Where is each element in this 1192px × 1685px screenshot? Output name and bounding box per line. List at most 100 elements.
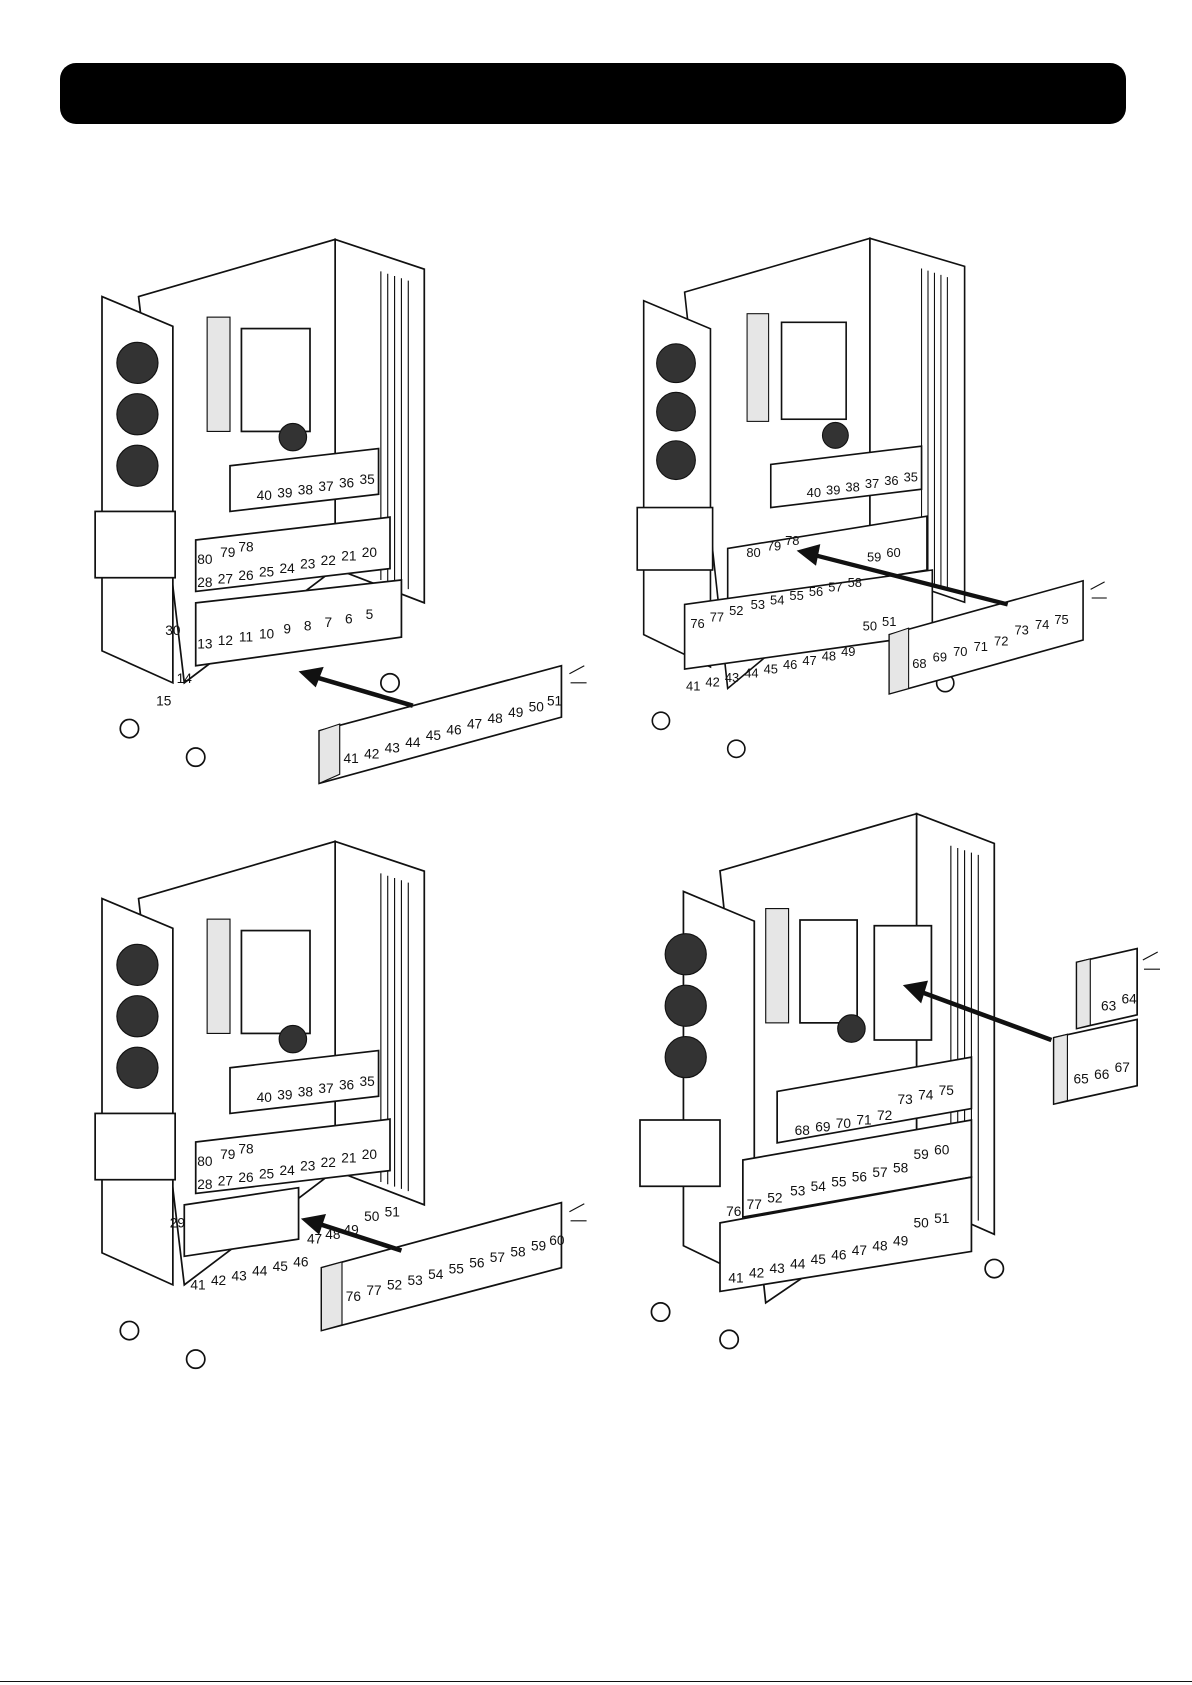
middle-left-labels: 76 77 52 bbox=[726, 1190, 782, 1219]
middle-row-labels: 53 54 55 56 57 58 59 60 bbox=[790, 1142, 950, 1198]
svg-text:41: 41 bbox=[344, 751, 359, 766]
svg-text:21: 21 bbox=[341, 549, 356, 564]
spark-mark-icon bbox=[569, 1203, 587, 1222]
svg-text:78: 78 bbox=[238, 1141, 254, 1156]
caster-wheel bbox=[185, 747, 206, 768]
spark-mark-icon bbox=[1090, 581, 1107, 599]
fan-icon bbox=[656, 440, 696, 481]
svg-text:39: 39 bbox=[826, 483, 840, 498]
fan-icon bbox=[278, 422, 308, 452]
svg-text:44: 44 bbox=[405, 735, 421, 750]
svg-text:11: 11 bbox=[239, 630, 253, 645]
fan-icon bbox=[116, 393, 159, 436]
caster-wheel bbox=[650, 1302, 671, 1322]
svg-text:59: 59 bbox=[531, 1239, 546, 1254]
svg-text:35: 35 bbox=[904, 470, 918, 485]
svg-text:72: 72 bbox=[877, 1108, 892, 1123]
svg-text:71: 71 bbox=[856, 1113, 871, 1128]
svg-text:42: 42 bbox=[749, 1266, 764, 1281]
svg-text:39: 39 bbox=[277, 486, 292, 501]
svg-text:36: 36 bbox=[339, 1077, 355, 1092]
svg-text:37: 37 bbox=[865, 476, 879, 491]
svg-text:43: 43 bbox=[385, 741, 401, 756]
component-block bbox=[799, 919, 858, 1024]
svg-text:75: 75 bbox=[939, 1083, 955, 1098]
spark-mark-icon bbox=[569, 665, 587, 684]
svg-text:9: 9 bbox=[283, 622, 291, 637]
caster-wheel bbox=[119, 1320, 140, 1341]
svg-text:63: 63 bbox=[1101, 998, 1117, 1013]
svg-text:45: 45 bbox=[426, 728, 442, 743]
svg-text:77: 77 bbox=[710, 610, 724, 625]
svg-text:51: 51 bbox=[385, 1204, 400, 1219]
fan-icon bbox=[821, 421, 849, 449]
svg-text:75: 75 bbox=[1054, 612, 1068, 627]
svg-text:44: 44 bbox=[252, 1264, 268, 1279]
insert-arrow bbox=[902, 980, 1053, 1043]
svg-text:46: 46 bbox=[446, 722, 462, 737]
svg-text:21: 21 bbox=[341, 1151, 356, 1166]
svg-text:70: 70 bbox=[836, 1116, 852, 1131]
svg-text:30: 30 bbox=[165, 623, 181, 638]
svg-text:80: 80 bbox=[746, 545, 760, 560]
svg-text:55: 55 bbox=[789, 588, 803, 603]
breaker-box bbox=[94, 1112, 176, 1181]
svg-text:24: 24 bbox=[280, 561, 296, 576]
svg-text:23: 23 bbox=[300, 1159, 316, 1174]
svg-text:54: 54 bbox=[811, 1179, 827, 1194]
spark-mark-icon bbox=[1142, 951, 1160, 970]
middle-row-labels: 53 54 55 56 57 58 59 60 bbox=[751, 545, 901, 612]
svg-text:59: 59 bbox=[914, 1147, 929, 1162]
svg-text:78: 78 bbox=[785, 533, 799, 548]
svg-text:42: 42 bbox=[705, 674, 719, 689]
svg-text:65: 65 bbox=[1074, 1071, 1090, 1086]
svg-text:37: 37 bbox=[318, 479, 333, 494]
component-block bbox=[240, 327, 311, 433]
svg-text:40: 40 bbox=[257, 488, 273, 503]
svg-text:59: 59 bbox=[867, 549, 881, 564]
svg-text:67: 67 bbox=[1115, 1060, 1130, 1075]
middle-row-labels: 28 27 26 25 24 23 22 21 20 bbox=[197, 545, 377, 590]
svg-text:77: 77 bbox=[366, 1283, 381, 1298]
upper-row-labels: 68 69 70 71 72 73 74 75 bbox=[795, 1083, 955, 1138]
battery-shelf-middle bbox=[194, 1118, 391, 1195]
caster-wheel bbox=[119, 718, 140, 739]
svg-text:6: 6 bbox=[345, 611, 353, 626]
lower-row-labels: 13 12 11 10 9 8 7 6 5 bbox=[197, 607, 373, 652]
svg-text:51: 51 bbox=[547, 694, 562, 709]
svg-text:35: 35 bbox=[360, 472, 376, 487]
battery-shelf-lower bbox=[194, 579, 403, 667]
svg-text:56: 56 bbox=[469, 1256, 485, 1271]
svg-text:52: 52 bbox=[729, 603, 743, 618]
svg-text:40: 40 bbox=[257, 1090, 273, 1105]
svg-text:80: 80 bbox=[197, 552, 213, 567]
svg-text:46: 46 bbox=[831, 1247, 847, 1262]
caster-wheel bbox=[726, 739, 746, 759]
svg-text:26: 26 bbox=[238, 1170, 254, 1185]
insert-arrow bbox=[298, 666, 414, 708]
fan-icon bbox=[656, 343, 696, 384]
svg-text:50: 50 bbox=[914, 1215, 930, 1230]
lower-row-labels: 41 42 43 44 45 46 47 48 49 50 51 bbox=[728, 1211, 949, 1285]
svg-text:37: 37 bbox=[318, 1081, 333, 1096]
fan-icon bbox=[664, 1036, 707, 1079]
svg-text:48: 48 bbox=[488, 711, 504, 726]
svg-text:57: 57 bbox=[490, 1250, 505, 1265]
middle-left-labels: 76 77 52 bbox=[690, 603, 743, 631]
battery-shelf-upper bbox=[229, 447, 380, 513]
lower-row-labels: 41 42 43 44 45 46 47 48 49 50 51 bbox=[686, 614, 896, 694]
svg-text:45: 45 bbox=[273, 1259, 289, 1274]
caster-wheel bbox=[719, 1329, 740, 1350]
side-mark-labels: 80 79 78 30 15 14 bbox=[156, 539, 254, 708]
svg-text:35: 35 bbox=[360, 1074, 376, 1089]
caster-wheel bbox=[380, 672, 400, 693]
svg-text:58: 58 bbox=[893, 1161, 909, 1176]
svg-text:8: 8 bbox=[304, 618, 312, 633]
svg-text:57: 57 bbox=[872, 1165, 887, 1180]
svg-text:47: 47 bbox=[852, 1243, 867, 1258]
battery-shelf-upper bbox=[769, 445, 923, 509]
svg-text:51: 51 bbox=[882, 614, 896, 629]
svg-text:41: 41 bbox=[686, 679, 700, 694]
fan-icon bbox=[116, 341, 159, 385]
fan-icon bbox=[656, 391, 696, 432]
